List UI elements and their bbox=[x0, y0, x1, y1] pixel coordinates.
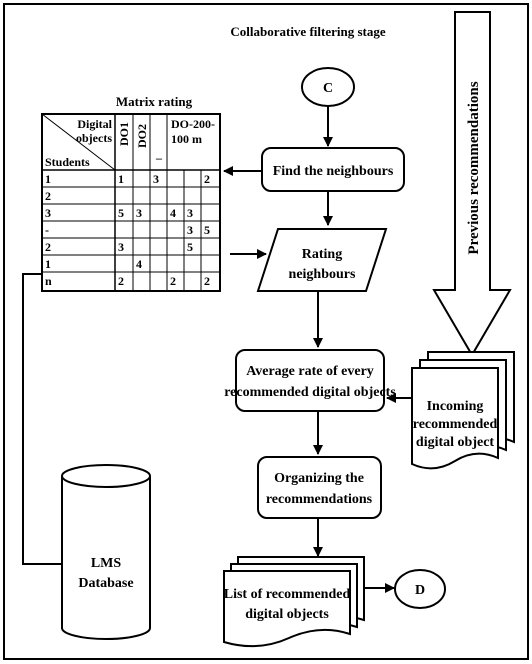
matrix-rating-value: 2 bbox=[204, 274, 210, 288]
matrix-student-id: 2 bbox=[45, 189, 51, 203]
organizing-line2: recommendations bbox=[266, 492, 373, 507]
matrix-rating-value: 2 bbox=[170, 274, 176, 288]
organizing-line1: Organizing the bbox=[274, 471, 364, 486]
matrix-student-id: 3 bbox=[45, 206, 51, 220]
header-do2: DO2 bbox=[135, 124, 149, 148]
average-rate-box: Average rate of every recommended digita… bbox=[224, 349, 396, 412]
header-do200-line2: 100 m bbox=[171, 132, 202, 146]
connector-c-label: C bbox=[323, 81, 333, 96]
outer-frame bbox=[3, 3, 529, 660]
header-students: Students bbox=[45, 155, 90, 169]
matrix-rating-value: 3 bbox=[187, 223, 193, 237]
matrix-rating-table: Digital objects Students DO1 DO2 _ DO-20… bbox=[41, 113, 221, 292]
matrix-student-id: 1 bbox=[45, 257, 51, 271]
matrix-rating-value: 3 bbox=[153, 172, 159, 186]
matrix-rating-value: 3 bbox=[187, 206, 193, 220]
lms-database-cylinder: LMS Database bbox=[61, 464, 151, 640]
average-line2: recommended digital objects bbox=[224, 385, 396, 400]
matrix-rating-value: 4 bbox=[136, 257, 142, 271]
rating-line2: neighbours bbox=[289, 267, 356, 282]
header-dash: _ bbox=[155, 147, 163, 161]
line-database-to-matrix bbox=[22, 273, 62, 565]
matrix-student-id: 2 bbox=[45, 240, 51, 254]
matrix-rating-value: 5 bbox=[187, 240, 193, 254]
previous-recommendations-arrow: Previous recommendations bbox=[432, 11, 512, 357]
matrix-student-id: n bbox=[45, 274, 52, 288]
connector-c: C bbox=[301, 67, 355, 107]
lms-line1: LMS bbox=[91, 556, 122, 571]
average-line1: Average rate of every bbox=[246, 364, 374, 379]
list-line2: digital objects bbox=[245, 607, 329, 622]
matrix-rating-value: 4 bbox=[170, 206, 176, 220]
matrix-rating-value: 5 bbox=[118, 206, 124, 220]
matrix-rating-value: 3 bbox=[118, 240, 124, 254]
find-neighbours-label: Find the neighbours bbox=[273, 164, 394, 179]
matrix-rating-value: 3 bbox=[136, 206, 142, 220]
matrix-rating-value: 2 bbox=[118, 274, 124, 288]
header-do1: DO1 bbox=[117, 122, 131, 146]
connector-d: D bbox=[394, 569, 446, 609]
matrix-rating-value: 1 bbox=[118, 172, 124, 186]
find-neighbours-box: Find the neighbours bbox=[261, 147, 405, 192]
incoming-line2: recommended bbox=[413, 417, 498, 432]
organizing-box: Organizing the recommendations bbox=[257, 456, 382, 519]
header-objects: objects bbox=[76, 131, 112, 145]
matrix-rating-value: 5 bbox=[204, 223, 210, 237]
matrix-title: Matrix rating bbox=[116, 94, 193, 109]
matrix-student-id: - bbox=[45, 223, 49, 237]
incoming-line1: Incoming bbox=[427, 399, 484, 414]
header-do200-line1: DO-200- bbox=[171, 117, 215, 131]
stage-title: Collaborative filtering stage bbox=[230, 24, 385, 39]
recommended-list-documents: List of recommended digital objects bbox=[223, 556, 365, 648]
matrix-student-id: 1 bbox=[45, 172, 51, 186]
previous-recommendations-label: Previous recommendations bbox=[466, 81, 482, 254]
header-digital: Digital bbox=[77, 117, 112, 131]
rating-line1: Rating bbox=[302, 247, 342, 262]
incoming-documents: Incoming recommended digital object bbox=[411, 351, 515, 470]
matrix-rating-value: 2 bbox=[204, 172, 210, 186]
lms-line2: Database bbox=[78, 576, 133, 591]
incoming-line3: digital object bbox=[416, 435, 494, 450]
connector-d-label: D bbox=[415, 583, 425, 598]
rating-neighbours-box: Rating neighbours bbox=[256, 228, 388, 292]
list-line1: List of recommended bbox=[224, 587, 351, 602]
